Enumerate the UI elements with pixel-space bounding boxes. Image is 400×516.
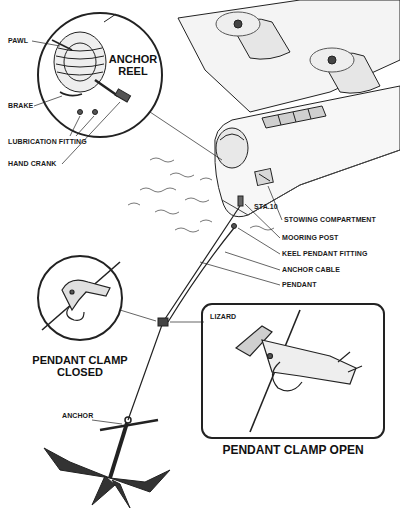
part-label: PAWL [8, 37, 28, 45]
part-label: PENDANT [282, 281, 317, 289]
part-label: ANCHOR CABLE [282, 266, 340, 274]
inset-heading: PENDANT CLAMP OPEN [194, 444, 392, 457]
part-label: LUBRICATION FITTING [8, 138, 87, 146]
part-label: MOORING POST [282, 234, 338, 242]
part-label: STOWING COMPARTMENT [284, 216, 376, 224]
part-label: KEEL PENDANT FITTING [282, 250, 367, 258]
reel-inset: ANCHOR REEL [38, 13, 162, 137]
part-label: ANCHOR [62, 412, 93, 420]
part-label: HAND CRANK [8, 160, 56, 168]
inset-heading: ANCHOR REEL [106, 53, 160, 77]
inset-heading: PENDANT CLAMP CLOSED [10, 354, 150, 378]
closed-clamp-inset: PENDANT CLAMP CLOSED [38, 256, 122, 340]
part-label: STA.10 [254, 203, 278, 211]
part-label: BRAKE [8, 102, 33, 110]
part-label: LIZARD [210, 313, 236, 321]
open-clamp-inset: PENDANT CLAMP OPEN [202, 304, 384, 438]
